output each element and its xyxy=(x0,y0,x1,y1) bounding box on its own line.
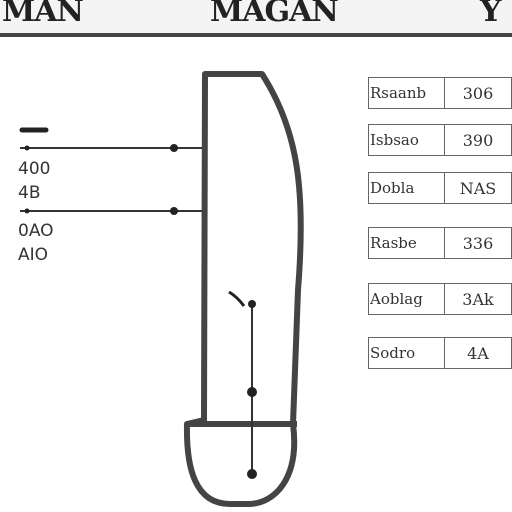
table-row: Rsaanb 306 xyxy=(368,77,512,109)
row-value: 4A xyxy=(467,343,489,363)
measure-dot-top xyxy=(170,144,178,152)
left-label-2: 4B xyxy=(18,183,41,203)
measure-end-top xyxy=(24,145,30,151)
left-label-4: AIO xyxy=(18,245,49,265)
vertical-dot-bottom xyxy=(247,469,257,479)
table-row: Rasbe 336 xyxy=(368,227,512,259)
row-label: Isbsao xyxy=(369,125,445,155)
row-value: 336 xyxy=(462,233,494,253)
header-title-right: Y xyxy=(480,0,501,29)
row-value: 390 xyxy=(462,130,494,150)
row-value: 306 xyxy=(462,83,494,103)
vertical-dot-mid xyxy=(247,387,257,397)
row-value: 3Ak xyxy=(462,289,494,309)
vertical-hook xyxy=(228,290,246,307)
row-label: Dobla xyxy=(369,173,445,203)
vertical-dot-top xyxy=(248,300,256,308)
table-row: Isbsao 390 xyxy=(368,124,512,156)
row-label: Sodro xyxy=(369,338,445,368)
header-title-center: MAGAN xyxy=(210,0,339,29)
table-row: Sodro 4A xyxy=(368,337,512,369)
row-label: Rasbe xyxy=(369,228,445,258)
row-label: Aoblag xyxy=(369,284,445,314)
table-row: Aoblag 3Ak xyxy=(368,283,512,315)
measure-dot-bottom xyxy=(170,207,178,215)
row-label: Rsaanb xyxy=(369,78,445,108)
foot-outline xyxy=(183,71,304,507)
left-label-1: 400 xyxy=(18,159,51,179)
header-title-left: MAN xyxy=(2,0,84,29)
table-row: Dobla NAS xyxy=(368,172,512,204)
header-bar: MAN MAGAN Y xyxy=(0,0,512,37)
measure-end-bottom xyxy=(24,208,30,214)
left-label-3: 0AO xyxy=(18,221,54,241)
row-value: NAS xyxy=(459,178,497,198)
